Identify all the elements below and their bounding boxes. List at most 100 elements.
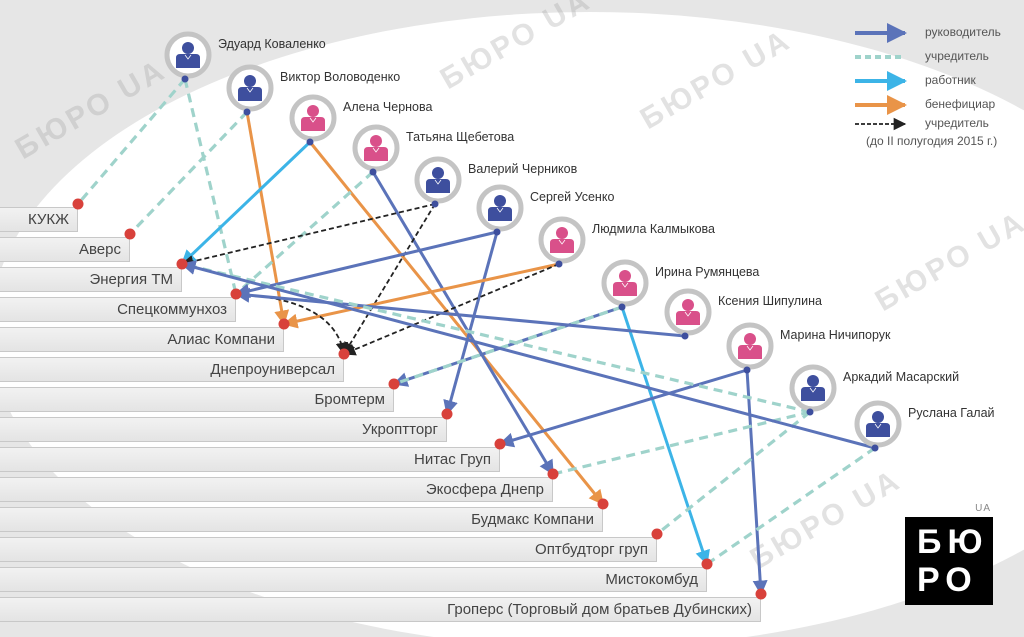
company-dot	[338, 348, 350, 360]
company-dot	[278, 318, 290, 330]
bureau-logo: UA БЮ РО	[905, 503, 993, 605]
company-8: Нитас Груп	[0, 447, 500, 472]
edge-founder	[181, 262, 811, 414]
edge-worker	[620, 306, 710, 566]
person-head-icon	[432, 167, 444, 179]
person-body-icon	[738, 345, 762, 359]
person-dot	[181, 75, 189, 83]
person-name: Людмила Калмыкова	[592, 222, 716, 236]
legend-label: бенефициар	[925, 97, 996, 111]
person-head-icon	[370, 135, 382, 147]
person-name: Аркадий Масарский	[843, 370, 960, 384]
person-dot	[681, 332, 689, 340]
edge-founder	[183, 78, 238, 295]
company-3: Спецкоммунхоз	[0, 297, 236, 322]
edge-former	[180, 203, 436, 268]
person-avatar-6[interactable]	[538, 216, 586, 264]
edge-director	[498, 368, 748, 448]
company-9: Экосфера Днепр	[0, 477, 553, 502]
company-dot	[494, 438, 506, 450]
company-7: Укроптторг	[0, 417, 447, 442]
company-dot	[651, 528, 663, 540]
company-dot	[597, 498, 609, 510]
edge-founder	[76, 77, 187, 206]
company-11: Оптбудторг груп	[0, 537, 657, 562]
person-avatar-2[interactable]	[289, 94, 337, 142]
person-dot	[871, 444, 879, 452]
legend-label: руководитель	[925, 25, 1001, 39]
edge-director	[180, 260, 876, 450]
person-avatar-10[interactable]	[789, 364, 837, 412]
edge-former	[343, 203, 436, 356]
person-body-icon	[426, 179, 450, 193]
person-avatar-3[interactable]	[352, 124, 400, 172]
person-body-icon	[550, 239, 574, 253]
edge-director	[234, 287, 686, 338]
person-body-icon	[488, 207, 512, 221]
person-head-icon	[307, 105, 319, 117]
person-avatar-8[interactable]	[664, 288, 712, 336]
legend-label: учредитель	[925, 116, 989, 130]
edge-director	[234, 230, 498, 299]
person-avatar-4[interactable]	[414, 156, 462, 204]
person-body-icon	[364, 147, 388, 161]
person-head-icon	[682, 299, 694, 311]
person-body-icon	[613, 282, 637, 296]
legend-sublabel: (до II полугодия 2015 г.)	[866, 134, 998, 148]
person-avatar-7[interactable]	[601, 259, 649, 307]
person-body-icon	[238, 87, 262, 101]
company-6: Бромтерм	[0, 387, 394, 412]
edge-former	[342, 263, 560, 356]
company-12: Мистокомбуд	[0, 567, 707, 592]
edge-worker	[180, 140, 312, 266]
person-name: Эдуард Коваленко	[218, 37, 326, 51]
person-head-icon	[244, 75, 256, 87]
company-dot	[701, 558, 713, 570]
company-5: Днепроуниверсал	[0, 357, 344, 382]
person-name: Марина Ничипорук	[780, 328, 891, 342]
edge-founder	[656, 410, 811, 536]
person-name: Ксения Шипулина	[718, 294, 822, 308]
person-avatar-0[interactable]	[164, 31, 212, 79]
person-dot	[243, 108, 251, 116]
person-name: Руслана Галай	[908, 406, 995, 420]
person-name: Ирина Румянцева	[655, 265, 760, 279]
person-dot	[431, 200, 439, 208]
company-1: Аверс	[0, 237, 130, 262]
person-avatar-11[interactable]	[854, 400, 902, 448]
logo-line2: РО	[917, 561, 978, 599]
person-body-icon	[866, 423, 890, 437]
company-dot	[176, 258, 188, 270]
company-2: Энергия ТМ	[0, 267, 182, 292]
person-body-icon	[176, 54, 200, 68]
person-name: Татьяна Щебетова	[406, 130, 515, 144]
company-4: Алиас Компани	[0, 327, 284, 352]
company-dot	[72, 198, 84, 210]
edge-founder	[234, 170, 375, 296]
person-dot	[555, 260, 563, 268]
edge-director	[443, 231, 499, 416]
legend-label: работник	[925, 73, 976, 87]
logo-line1: БЮ	[917, 523, 989, 561]
person-body-icon	[801, 387, 825, 401]
legend-label: учредитель	[925, 49, 989, 63]
person-dot	[806, 408, 814, 416]
person-head-icon	[494, 195, 506, 207]
edge-founder	[706, 446, 876, 566]
person-head-icon	[744, 333, 756, 345]
edge-beneficiary	[282, 262, 560, 329]
person-avatar-5[interactable]	[476, 184, 524, 232]
person-name: Валерий Черников	[468, 162, 578, 176]
edge-beneficiary	[308, 141, 605, 506]
company-13: Гроперс (Торговый дом братьев Дубинских)	[0, 597, 761, 622]
person-avatar-1[interactable]	[226, 64, 274, 112]
person-dot	[306, 138, 314, 146]
person-avatar-9[interactable]	[726, 322, 774, 370]
person-body-icon	[676, 311, 700, 325]
company-dot	[755, 588, 767, 600]
edge-founder	[128, 110, 249, 236]
person-dot	[493, 228, 501, 236]
person-head-icon	[872, 411, 884, 423]
company-dot	[547, 468, 559, 480]
